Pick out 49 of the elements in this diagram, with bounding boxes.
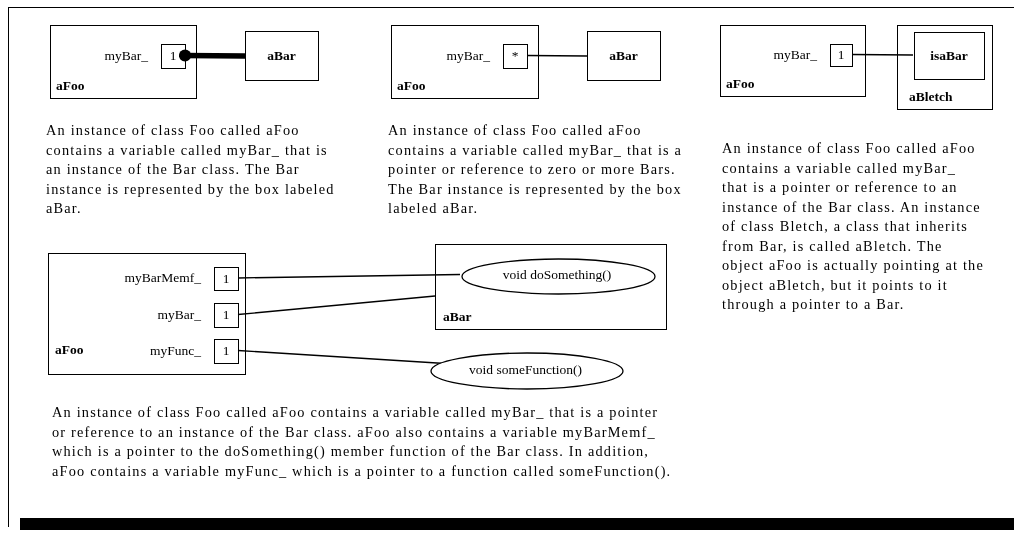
function-ellipse (430, 352, 624, 390)
variable-name: myBar_ (446, 47, 490, 64)
object-name: aBar (608, 47, 639, 64)
object-name: aFoo (56, 78, 85, 94)
reference-line (237, 295, 436, 316)
object-name: aBar (443, 309, 472, 325)
value-cell (830, 44, 853, 67)
object-box (50, 25, 197, 99)
function-ellipse (461, 258, 656, 295)
function-label: void doSomething() (501, 267, 613, 283)
multiplicity-label: 1 (221, 343, 231, 359)
object-name: aFoo (726, 76, 755, 92)
object-box (587, 31, 661, 81)
object-name: aFoo (397, 78, 426, 94)
multiplicity-label: 1 (221, 307, 231, 323)
composition-line (178, 49, 245, 62)
multiplicity-label: * (510, 48, 520, 64)
reference-line (526, 54, 588, 57)
object-box (48, 253, 246, 375)
object-box (897, 25, 993, 110)
object-box (720, 25, 866, 97)
value-cell (161, 44, 186, 69)
value-cell (214, 267, 239, 291)
reference-line (851, 53, 914, 56)
value-cell (214, 339, 239, 364)
value-cell (214, 303, 239, 328)
multiplicity-label: 1 (221, 270, 231, 287)
function-label: void someFunction() (468, 361, 583, 378)
description-paragraph: An instance of class Foo called aFoo contains a variable called myBar_ that is an instance of the Bar class. The Bar instance is represented by the box labeled aBar. (46, 121, 336, 218)
description-paragraph: An instance of class Foo called aFoo contains a variable called myBar_ that is a pointer or reference to an instance of the Bar class. aFoo also contains a variable myBarMemf_ which is a pointer to the doSomething() member function of the Bar class. In addition, aFoo contains a variable myFunc_ which is a pointer to a function called someFunction(). (52, 403, 673, 481)
description-paragraph: An instance of class Foo called aFoo contains a variable called myBar_ that is a pointer or reference to zero or more Bars. The Bar instance is represented by the box labeled aBar. (388, 121, 684, 218)
object-name: aBar (266, 47, 297, 64)
object-box (914, 32, 985, 80)
variable-name: myBar_ (773, 46, 817, 63)
object-name: aBletch (909, 89, 953, 105)
variable-name: myBar_ (157, 306, 201, 323)
variable-name: myFunc_ (150, 342, 201, 359)
object-name: aFoo (55, 342, 84, 358)
object-box (391, 25, 539, 99)
variable-name: myBar_ (104, 47, 148, 64)
description-paragraph: An instance of class Foo called aFoo contains a variable called myBar_ that is a pointer or reference to an instance of the Bar class. An instance of class Bletch, a class that inherits from Bar, is called aBletch. The object aFoo is actually pointing at the object aBletch, but it points to it through a pointer to a Bar. (722, 139, 984, 314)
multiplicity-label: 1 (836, 47, 846, 63)
value-cell (503, 44, 528, 69)
object-box (245, 31, 319, 81)
reference-line (237, 273, 461, 279)
multiplicity-label: 1 (168, 48, 178, 64)
object-name: isaBar (929, 47, 969, 64)
variable-name: myBarMemf_ (124, 270, 201, 286)
object-box (435, 244, 667, 330)
